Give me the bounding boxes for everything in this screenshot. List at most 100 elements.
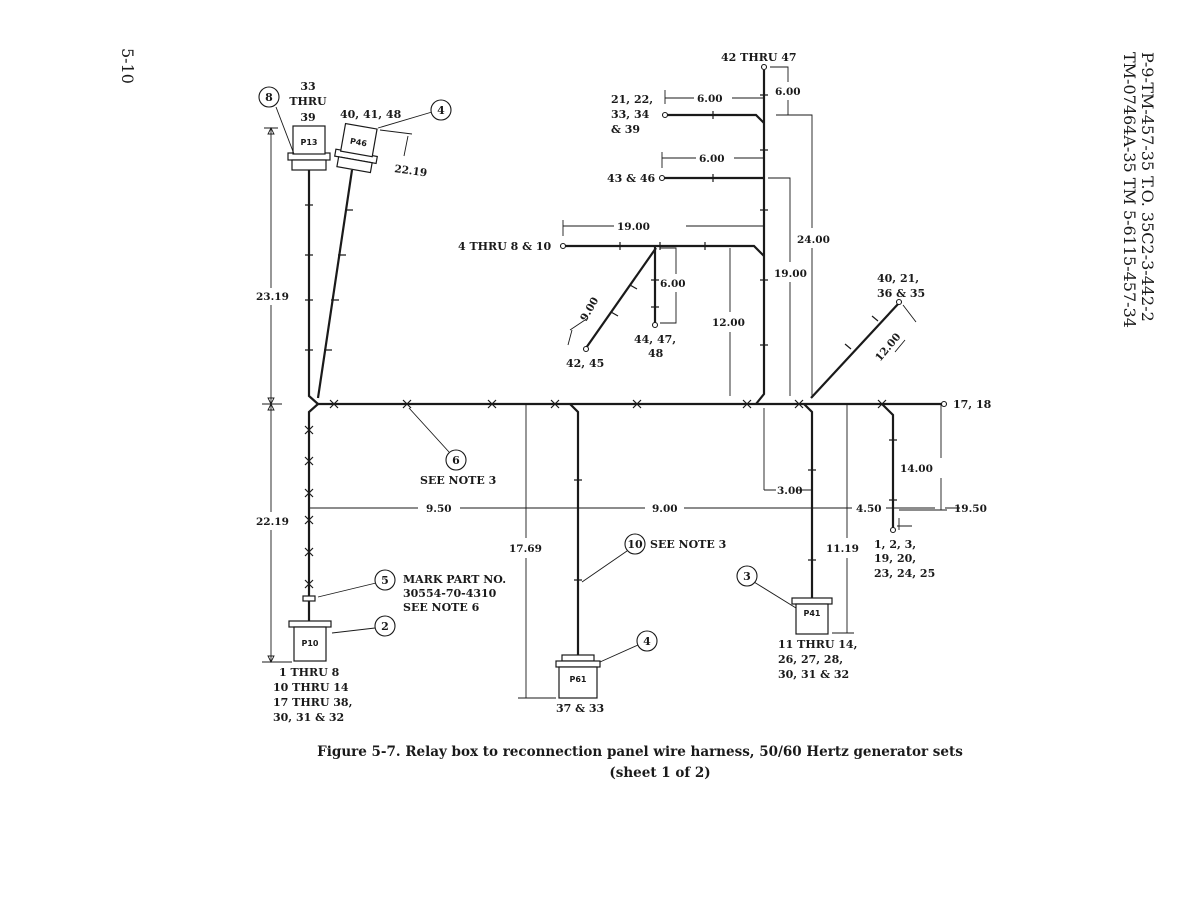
p61-pins: 37 & 33 [556, 702, 604, 715]
branch1-pins-line2: 33, 34 [611, 108, 650, 121]
dimension-lines [262, 66, 960, 699]
right-diag-pins-line1: 40, 21, [877, 272, 919, 285]
dim-1900-vertical: 19.00 [774, 268, 807, 280]
harness-wires [307, 70, 943, 655]
callout-3-number: 3 [743, 570, 751, 583]
connector-p10: P10 [288, 620, 332, 662]
p41-pins-line1: 11 THRU 14, [778, 638, 857, 651]
endpoint-4-8 [559, 242, 567, 250]
branch3-pins: 4 THRU 8 & 10 [458, 240, 552, 253]
p41-pins-line2: 26, 27, 28, [778, 653, 843, 666]
branch-40-21-wire [810, 302, 900, 399]
wire-end-points [559, 63, 948, 534]
branch-21-22-wire [665, 113, 765, 124]
low-branch-pins-line2: 19, 20, [874, 552, 916, 565]
callout-8 [258, 86, 280, 108]
dim-600-branch2: 6.00 [699, 153, 725, 165]
p10-wire [307, 403, 319, 621]
dim-2319: 23.19 [256, 291, 289, 303]
connector-p61-label: P61 [570, 675, 587, 684]
pin-labels: 33 THRU 39 40, 41, 48 42 THRU 47 21, 22,… [273, 51, 992, 724]
dim-1950: 19.50 [954, 503, 987, 515]
endpoint-40-21 [895, 298, 903, 306]
connector-p46: P46 [334, 122, 378, 174]
callout-4b-leader [599, 644, 639, 663]
low-branch-pins-line3: 23, 24, 25 [874, 567, 935, 580]
connector-p13-label: P13 [301, 138, 318, 147]
callout-4b-number: 4 [643, 635, 651, 648]
callout-8-leader [275, 106, 295, 155]
dim-600-branch1: 6.00 [697, 93, 723, 105]
connector-p13: P13 [287, 125, 331, 171]
dim-1119: 11.19 [826, 543, 859, 555]
callout-4a [430, 99, 452, 121]
branch1-pins-line3: & 39 [611, 123, 640, 136]
branch-42-45-wire [585, 247, 657, 349]
branch1-pins-line1: 21, 22, [611, 93, 653, 106]
mark-part-line2: 30554-70-4310 [403, 587, 497, 600]
p10-pins-line1: 1 THRU 8 [279, 666, 340, 679]
endpoint-1-2-3 [889, 526, 897, 534]
callout-10 [624, 533, 646, 555]
figure-caption-line1: Figure 5-7. Relay box to reconnection pa… [317, 744, 963, 760]
dim-600-drop: 6.00 [660, 278, 686, 290]
dim-2400: 24.00 [797, 234, 830, 246]
callout-4b [636, 630, 658, 652]
endpoint-21-22 [661, 111, 669, 119]
doc-id-line-1: P-9-TM-457-35 T.O. 35C2-3-442-2 [1138, 52, 1157, 322]
callout-4a-leader [377, 111, 433, 129]
dim-1200-vertical: 12.00 [712, 317, 745, 329]
mark-part-line1: MARK PART NO. [403, 573, 506, 586]
see-note-3-left: SEE NOTE 3 [420, 474, 496, 487]
callout-2-leader [331, 627, 376, 634]
callout-4a-number: 4 [437, 104, 445, 117]
callout-3-leader [753, 581, 797, 609]
page-number: 5-10 [118, 48, 137, 84]
endpoint-42-45 [582, 345, 590, 353]
callout-10-number: 10 [627, 538, 643, 551]
dim-1400: 14.00 [900, 463, 933, 475]
connector-p41: P41 [791, 597, 833, 635]
dim-450: 4.50 [856, 503, 882, 515]
dim-1769: 17.69 [509, 543, 542, 555]
dim-900: 9.00 [652, 503, 678, 515]
right-diag-pins-line2: 36 & 35 [877, 287, 925, 300]
callout-6 [445, 449, 467, 471]
p13-pins-line1: 33 [300, 80, 315, 93]
callouts: 8 4 6 10 5 2 3 4 [258, 86, 797, 663]
p46-pins: 40, 41, 48 [340, 108, 402, 121]
see-note-3-right: SEE NOTE 3 [650, 538, 726, 551]
endpoint-17-18 [940, 400, 948, 408]
connector-p46-label: P46 [349, 137, 368, 149]
p41-pins-line3: 30, 31 & 32 [778, 668, 849, 681]
p61-wire [569, 403, 580, 655]
p46-wire [316, 169, 354, 399]
p13-pins-line2: THRU [289, 95, 327, 108]
endpoint-43-46 [658, 174, 666, 182]
main-end-pins: 17, 18 [953, 398, 992, 411]
callout-10-leader [581, 550, 628, 583]
callout-3 [736, 565, 758, 587]
diag-pins: 42, 45 [566, 357, 604, 370]
branch4-pins-line2: 48 [648, 347, 664, 360]
dim-950: 9.50 [426, 503, 452, 515]
branch4-pins-line1: 44, 47, [634, 333, 676, 346]
callout-5 [374, 569, 396, 591]
p10-pins-line2: 10 THRU 14 [273, 681, 349, 694]
dim-1900-horizontal: 19.00 [617, 221, 650, 233]
connector-p41-label: P41 [804, 609, 821, 618]
dim-300: 3.00 [777, 485, 803, 497]
branch2-pins: 43 & 46 [607, 172, 656, 185]
low-branch-pins-line1: 1, 2, 3, [874, 538, 916, 551]
callout-5-leader [317, 582, 377, 598]
branch-1-2-3-wire [881, 403, 895, 528]
p10-pins-line3: 17 THRU 38, [273, 696, 352, 709]
callout-2 [374, 615, 396, 637]
dimension-values: 22.19 23.19 22.19 6.00 6.00 6.00 19.00 2… [256, 86, 987, 555]
callout-5-number: 5 [381, 574, 389, 587]
callout-8-number: 8 [265, 91, 273, 104]
dim-900-diagonal: 9.00 [578, 295, 601, 323]
callout-2-number: 2 [381, 620, 389, 633]
p13-pins-line3: 39 [300, 111, 315, 124]
